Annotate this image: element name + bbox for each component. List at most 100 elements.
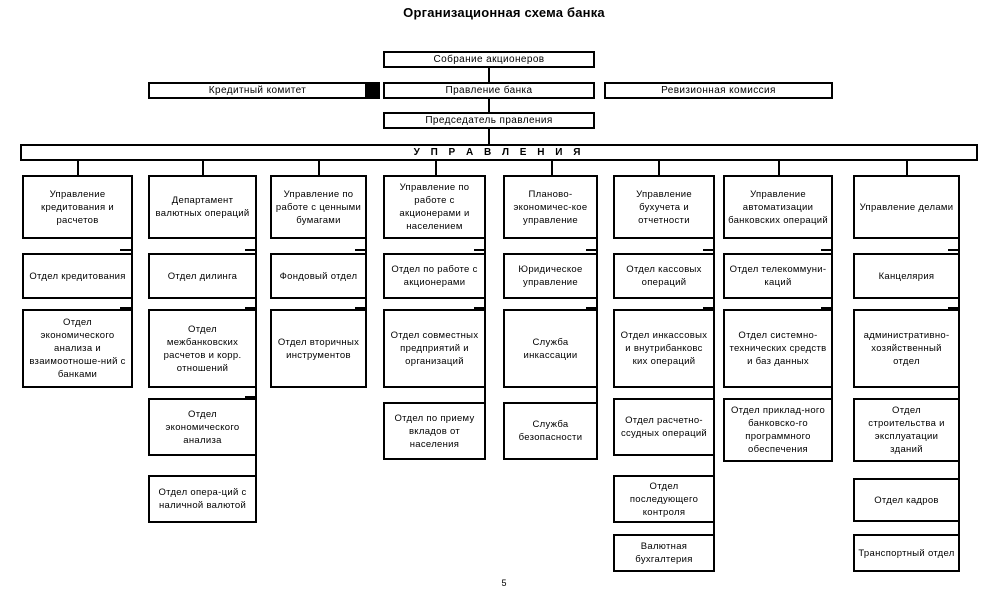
node-col2-item-3-label: Отдел экономического анализа (165, 408, 240, 446)
node-col8-item-3-label: Отдел строительства и эксплуатации здани… (868, 405, 945, 455)
node-col8-item-4[interactable]: Отдел кадров (853, 478, 960, 522)
node-col1-item-2[interactable]: Отдел экономического анализа и взаимоотн… (22, 309, 133, 388)
branch-col3-1 (355, 249, 367, 251)
node-col3-item-1[interactable]: Фондовый отдел (270, 253, 367, 299)
node-credit-committee[interactable]: Кредитный комитет (148, 82, 367, 99)
branch-col2-1 (245, 249, 257, 251)
node-col8-item-1[interactable]: Канцелярия (853, 253, 960, 299)
node-col2-item-1[interactable]: Отдел дилинга (148, 253, 257, 299)
node-col4-item-1-label: Отдел по работе с акционерами (391, 264, 478, 288)
node-col5-item-3[interactable]: Служба безопасности (503, 402, 598, 460)
node-col3-head[interactable]: Управление по работе с ценными бумагами (270, 175, 367, 239)
stem-col-5 (551, 161, 553, 175)
branch-col5-2 (586, 307, 598, 309)
node-col7-item-2[interactable]: Отдел системно-технических средств и баз… (723, 309, 833, 388)
node-col5-item-1[interactable]: Юридическое управление (503, 253, 598, 299)
branch-col8-2 (948, 307, 960, 309)
node-col2-head[interactable]: Департамент валютных операций (148, 175, 257, 239)
node-col6-item-2[interactable]: Отдел инкассовых и внутрибанковс ких опе… (613, 309, 715, 388)
node-col2-item-2-label: Отдел межбанковских расчетов и корр. отн… (163, 323, 242, 374)
node-col6-item-1[interactable]: Отдел кассовых операций (613, 253, 715, 299)
branch-col1-1 (120, 249, 132, 251)
node-col7-item-1[interactable]: Отдел телекоммуни-каций (723, 253, 833, 299)
spine-col6 (713, 239, 715, 541)
node-col8-item-3[interactable]: Отдел строительства и эксплуатации здани… (853, 398, 960, 462)
node-col3-head-label: Управление по работе с ценными бумагами (275, 188, 362, 226)
node-col8-head-label: Управление делами (859, 201, 954, 213)
node-col1-head[interactable]: Управление кредитования и расчетов (22, 175, 133, 239)
node-col5-item-2-label: Служба инкассации (523, 336, 578, 361)
banner-label: У П Р А В Л Е Н И Я (413, 147, 585, 158)
node-col1-item-1[interactable]: Отдел кредитования (22, 253, 133, 299)
node-col7-item-1-label: Отдел телекоммуни-каций (729, 264, 827, 288)
node-audit-commission-label: Ревизионная комиссия (661, 85, 776, 96)
node-col2-item-2[interactable]: Отдел межбанковских расчетов и корр. отн… (148, 309, 257, 388)
node-col3-item-2[interactable]: Отдел вторичных инструментов (270, 309, 367, 388)
node-col7-head-label: Управление автоматизации банковских опер… (728, 188, 828, 226)
node-col8-head[interactable]: Управление делами (853, 175, 960, 239)
node-col4-head-label: Управление по работе с акционерами и нас… (399, 182, 470, 232)
node-col4-item-3[interactable]: Отдел по приему вкладов от населения (383, 402, 486, 460)
node-chairman-label: Председатель правления (425, 115, 553, 126)
branch-col4-2 (474, 307, 486, 309)
branch-col4-1 (474, 249, 486, 251)
node-col4-item-2[interactable]: Отдел совместных предприятий и организац… (383, 309, 486, 388)
node-board-label: Правление банка (445, 85, 533, 96)
page-number: 5 (501, 578, 507, 588)
node-col8-item-4-label: Отдел кадров (874, 494, 939, 506)
spine-col3 (365, 239, 367, 371)
node-col7-item-3-label: Отдел приклад-ного банковско-го программ… (730, 405, 826, 455)
stem-col-8 (906, 161, 908, 175)
node-col6-item-2-label: Отдел инкассовых и внутрибанковс ких опе… (620, 330, 708, 367)
connector-credit-board-block (367, 82, 380, 99)
node-col8-item-5[interactable]: Транспортный отдел (853, 534, 960, 572)
node-col6-item-5[interactable]: Валютная бухгалтерия (613, 534, 715, 572)
node-col8-item-5-label: Транспортный отдел (858, 547, 955, 559)
stem-col-3 (318, 161, 320, 175)
node-col8-item-2-label: административно-хозяйственный отдел (863, 330, 950, 367)
node-col5-head[interactable]: Планово-экономичес-кое управление (503, 175, 598, 239)
node-col2-item-4[interactable]: Отдел опера-ций с наличной валютой (148, 475, 257, 523)
node-col7-head[interactable]: Управление автоматизации банковских опер… (723, 175, 833, 239)
node-col6-head-label: Управление бухучета и отчетности (636, 188, 692, 226)
node-audit-commission[interactable]: Ревизионная комиссия (604, 82, 833, 99)
node-col5-item-3-label: Служба безопасности (518, 419, 583, 443)
node-col5-item-2[interactable]: Служба инкассации (503, 309, 598, 388)
node-col4-item-2-label: Отдел совместных предприятий и организац… (390, 330, 479, 367)
branch-col7-1 (821, 249, 833, 251)
node-col4-head[interactable]: Управление по работе с акционерами и нас… (383, 175, 486, 239)
node-col5-head-label: Планово-экономичес-кое управление (513, 188, 588, 226)
node-col6-head[interactable]: Управление бухучета и отчетности (613, 175, 715, 239)
branch-col6-2 (703, 307, 715, 309)
node-col8-item-1-label: Канцелярия (878, 270, 935, 282)
node-assembly-label: Собрание акционеров (433, 54, 545, 65)
node-col3-item-1-label: Фондовый отдел (279, 270, 358, 282)
node-col1-item-1-label: Отдел кредитования (29, 270, 126, 282)
node-col2-item-3[interactable]: Отдел экономического анализа (148, 398, 257, 456)
branch-col5-1 (586, 249, 598, 251)
node-col3-item-2-label: Отдел вторичных инструментов (277, 336, 360, 361)
node-col6-item-4[interactable]: Отдел последующего контроля (613, 475, 715, 523)
node-col6-item-3[interactable]: Отдел расчетно-ссудных операций (613, 398, 715, 456)
node-col4-item-1[interactable]: Отдел по работе с акционерами (383, 253, 486, 299)
node-col7-item-2-label: Отдел системно-технических средств и баз… (729, 330, 827, 367)
node-col1-head-label: Управление кредитования и расчетов (41, 188, 114, 226)
branch-col1-2 (120, 307, 132, 309)
stem-col-2 (202, 161, 204, 175)
connector-chairman-banner (488, 129, 490, 144)
stem-col-7 (778, 161, 780, 175)
page-title: Организационная схема банка (403, 5, 605, 20)
branch-col8-1 (948, 249, 960, 251)
node-col8-item-2[interactable]: административно-хозяйственный отдел (853, 309, 960, 388)
node-assembly[interactable]: Собрание акционеров (383, 51, 595, 68)
banner-upravleniya: У П Р А В Л Е Н И Я (20, 144, 978, 161)
branch-col7-2 (821, 307, 833, 309)
node-col1-item-2-label: Отдел экономического анализа и взаимоотн… (29, 317, 126, 380)
node-board[interactable]: Правление банка (383, 82, 595, 99)
branch-col2-3 (245, 396, 257, 398)
node-col7-item-3[interactable]: Отдел приклад-ного банковско-го программ… (723, 398, 833, 462)
node-col6-item-4-label: Отдел последующего контроля (629, 480, 699, 518)
connector-board-chairman (488, 99, 490, 112)
node-chairman[interactable]: Председатель правления (383, 112, 595, 129)
branch-col3-2 (355, 307, 367, 309)
